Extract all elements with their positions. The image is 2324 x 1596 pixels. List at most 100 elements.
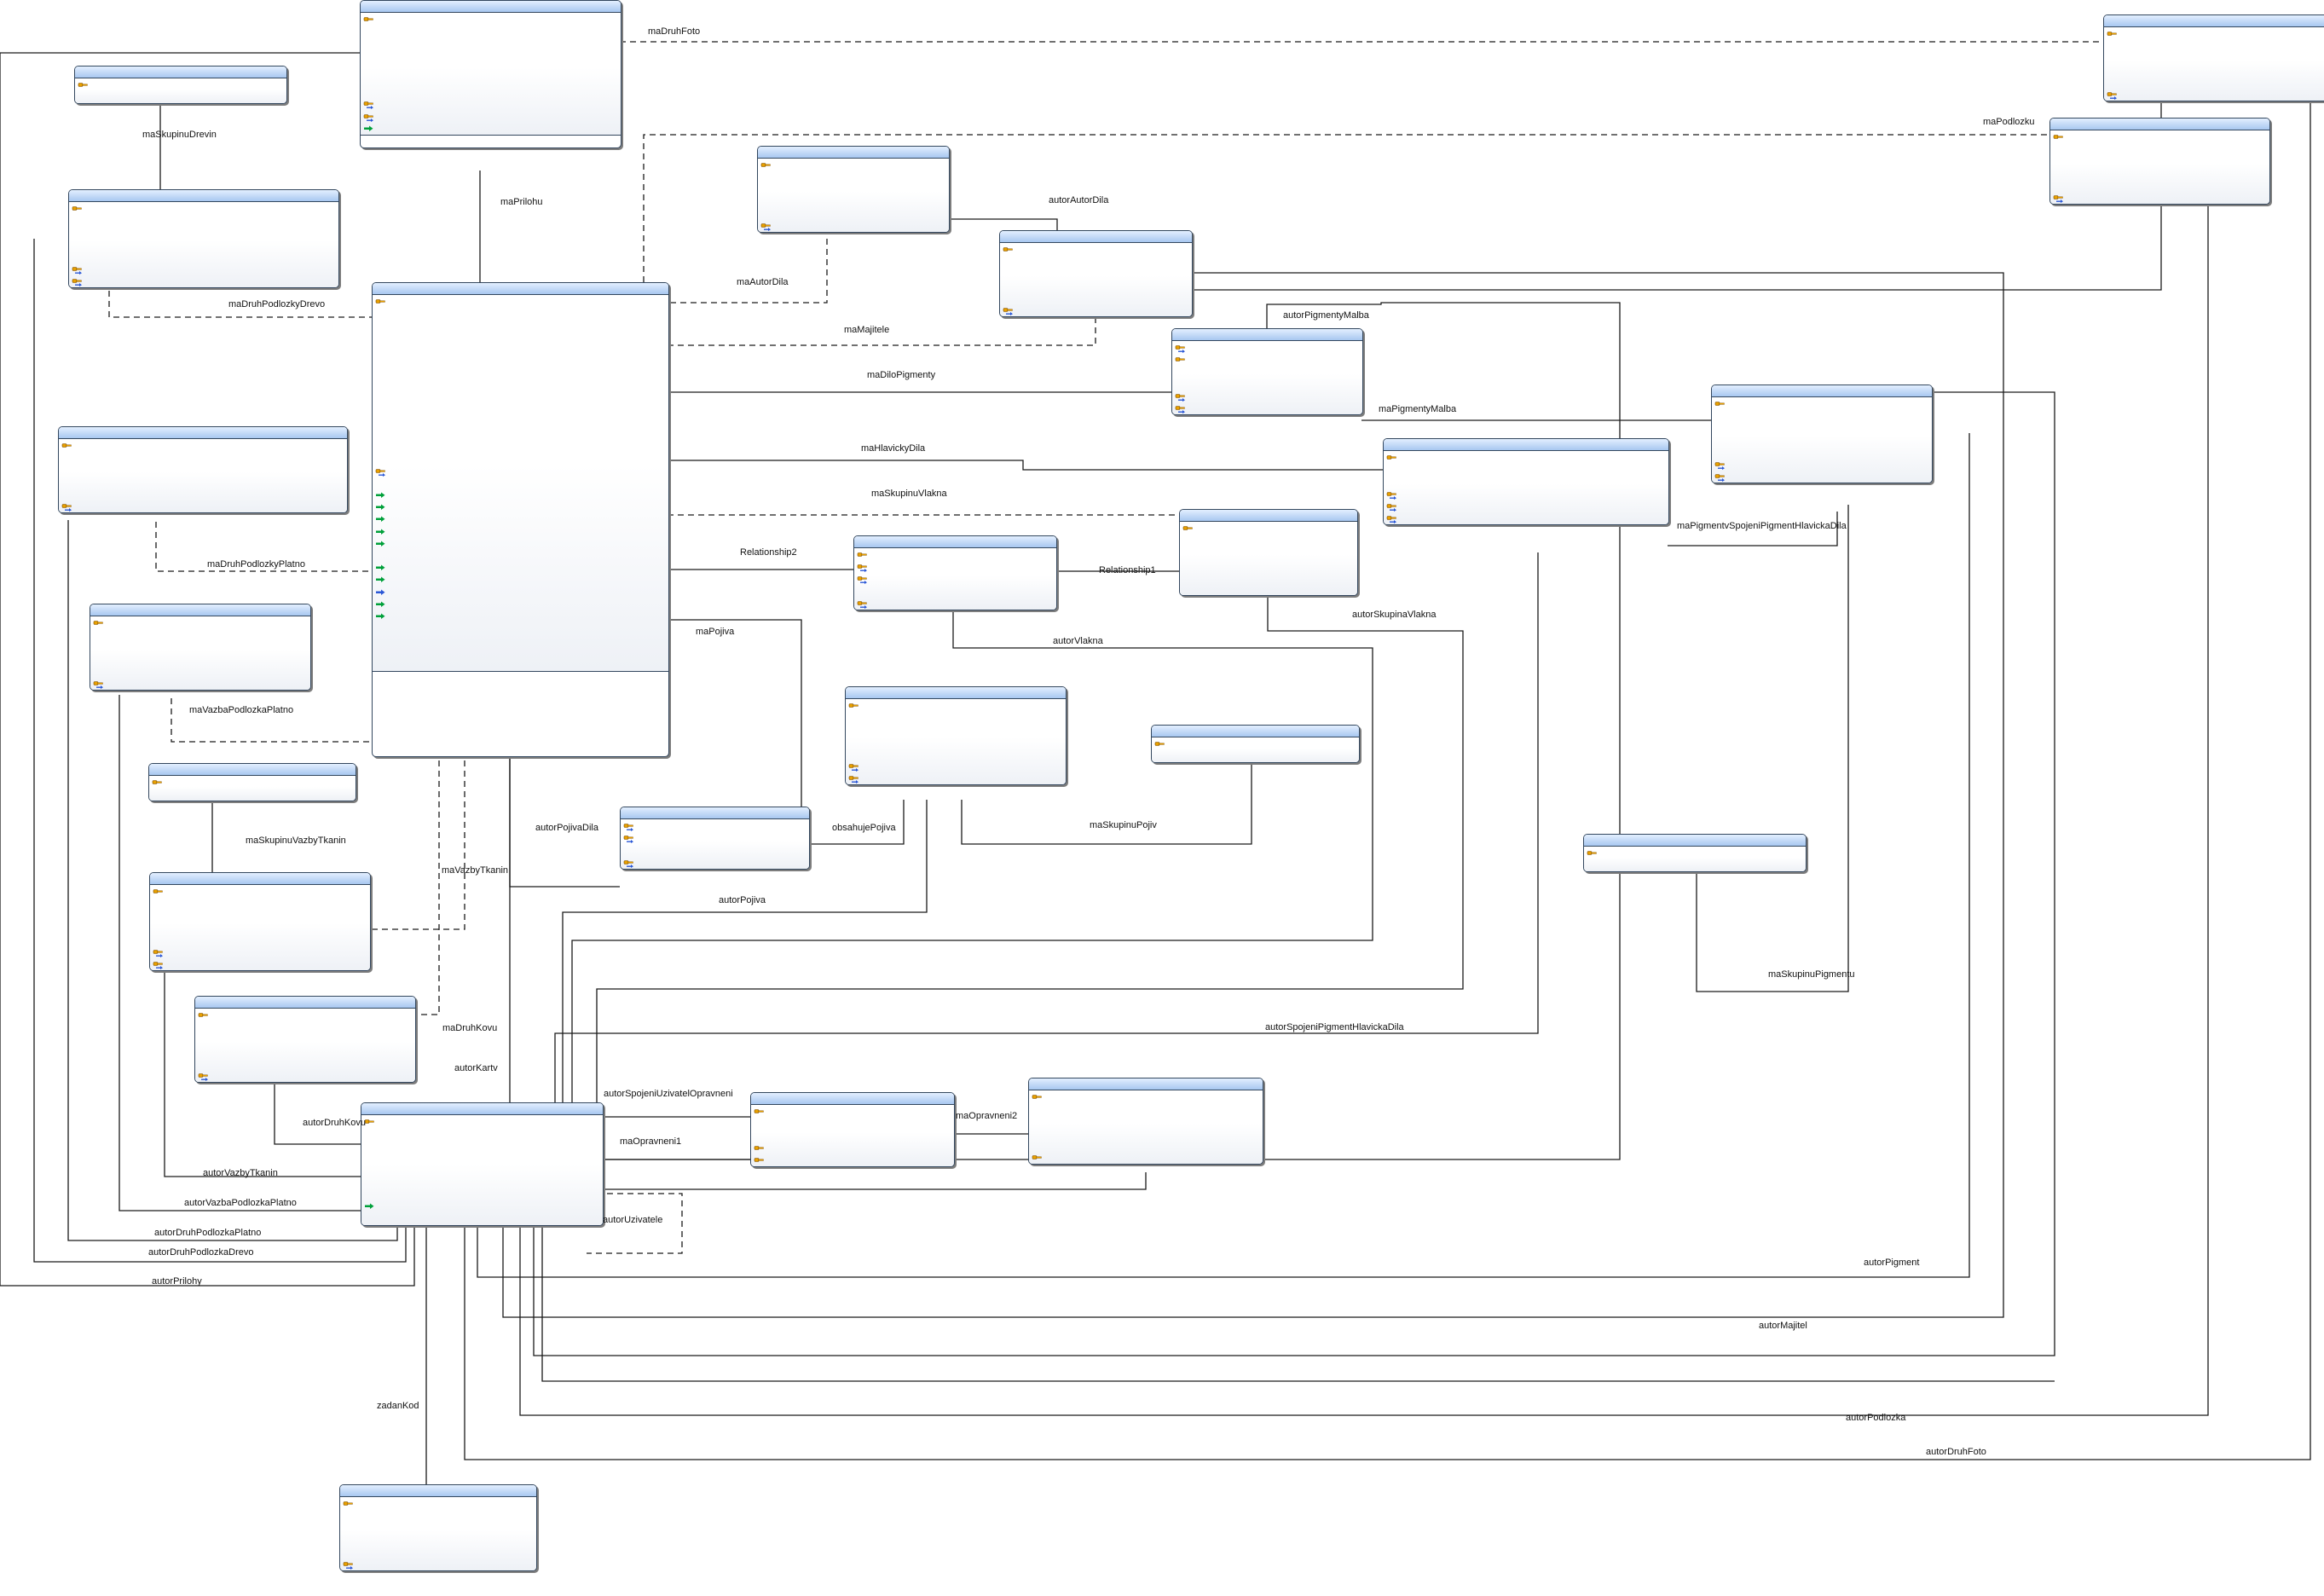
- column-row[interactable]: [90, 666, 310, 678]
- entity-uzivatele[interactable]: [361, 1102, 604, 1226]
- relationship-line[interactable]: [541, 1227, 2055, 1382]
- relationship-line[interactable]: [119, 695, 361, 1211]
- column-row[interactable]: [373, 513, 668, 525]
- column-row[interactable]: [150, 886, 370, 898]
- relationship-line[interactable]: [1668, 512, 1838, 546]
- relationship-line[interactable]: [1696, 505, 1849, 992]
- entity-pojiva[interactable]: [845, 686, 1067, 786]
- entity-skupinapojiv[interactable]: [1151, 725, 1360, 764]
- column-row[interactable]: [361, 123, 621, 135]
- column-row[interactable]: [854, 586, 1056, 598]
- column-row[interactable]: [361, 38, 621, 49]
- column-row[interactable]: [373, 646, 668, 658]
- relationship-line[interactable]: [509, 750, 620, 888]
- relationship-line[interactable]: [596, 597, 1464, 1102]
- column-row[interactable]: [340, 1535, 536, 1547]
- column-row[interactable]: [1180, 559, 1357, 571]
- column-row[interactable]: [373, 429, 668, 441]
- column-row[interactable]: [373, 477, 668, 489]
- column-row[interactable]: [150, 934, 370, 946]
- column-row[interactable]: [195, 1033, 415, 1045]
- column-row[interactable]: [150, 946, 370, 958]
- index-row[interactable]: [373, 708, 668, 720]
- relationship-line[interactable]: [67, 520, 398, 1241]
- non-identifying-relationship-line[interactable]: [668, 218, 828, 304]
- column-row[interactable]: [373, 550, 668, 562]
- relationship-line[interactable]: [668, 460, 1383, 471]
- column-row[interactable]: [2050, 180, 2269, 192]
- column-row[interactable]: [854, 561, 1056, 573]
- relationship-line[interactable]: [274, 1081, 361, 1145]
- relationship-line[interactable]: [502, 272, 2004, 1318]
- column-row[interactable]: [361, 26, 621, 38]
- column-row[interactable]: [2050, 143, 2269, 155]
- column-row[interactable]: [373, 380, 668, 392]
- column-row[interactable]: [195, 1046, 415, 1058]
- column-row[interactable]: [90, 629, 310, 641]
- column-row[interactable]: [373, 562, 668, 574]
- column-row[interactable]: [373, 393, 668, 405]
- column-row[interactable]: [2104, 52, 2324, 64]
- column-row[interactable]: [195, 1009, 415, 1021]
- column-row[interactable]: [2104, 28, 2324, 40]
- column-row[interactable]: [1384, 476, 1668, 488]
- relationship-line[interactable]: [533, 391, 2055, 1356]
- relationship-line[interactable]: [554, 552, 1539, 1102]
- entity-podlozka[interactable]: [2049, 118, 2270, 205]
- column-row[interactable]: [361, 1213, 603, 1225]
- column-row[interactable]: [373, 598, 668, 610]
- column-row[interactable]: [2104, 40, 2324, 52]
- column-row[interactable]: [59, 500, 347, 512]
- column-row[interactable]: [758, 208, 949, 220]
- column-row[interactable]: [1384, 512, 1668, 524]
- entity-hlavickadila[interactable]: [372, 282, 669, 758]
- column-row[interactable]: [1384, 464, 1668, 476]
- column-row[interactable]: [373, 405, 668, 417]
- column-row[interactable]: [340, 1510, 536, 1522]
- column-row[interactable]: [1172, 342, 1362, 354]
- entity-skupinavazbytkanin[interactable]: [148, 763, 356, 802]
- column-row[interactable]: [150, 958, 370, 970]
- column-row[interactable]: [361, 86, 621, 98]
- relationship-line[interactable]: [164, 963, 361, 1177]
- column-row[interactable]: [90, 678, 310, 690]
- column-row[interactable]: [1029, 1128, 1263, 1140]
- column-row[interactable]: [373, 453, 668, 465]
- column-row[interactable]: [195, 1070, 415, 1082]
- relationship-line[interactable]: [602, 302, 1621, 1160]
- column-row[interactable]: [69, 240, 338, 252]
- index-row[interactable]: [361, 136, 621, 147]
- column-row[interactable]: [69, 215, 338, 227]
- column-row[interactable]: [1712, 398, 1932, 410]
- column-row[interactable]: [1029, 1115, 1263, 1127]
- relationship-line[interactable]: [33, 239, 407, 1263]
- column-row[interactable]: [1712, 447, 1932, 459]
- column-row[interactable]: [59, 489, 347, 500]
- entity-vazbytkanin[interactable]: [149, 872, 371, 972]
- column-row[interactable]: [2050, 131, 2269, 143]
- column-row[interactable]: [2104, 77, 2324, 89]
- column-row[interactable]: [361, 50, 621, 62]
- column-row[interactable]: [1584, 847, 1806, 859]
- column-row[interactable]: [1000, 304, 1192, 316]
- column-row[interactable]: [1000, 268, 1192, 280]
- column-row[interactable]: [373, 368, 668, 380]
- column-row[interactable]: [1029, 1140, 1263, 1152]
- column-row[interactable]: [340, 1498, 536, 1510]
- column-row[interactable]: [69, 203, 338, 215]
- column-row[interactable]: [854, 598, 1056, 610]
- column-row[interactable]: [340, 1522, 536, 1534]
- column-row[interactable]: [1180, 535, 1357, 546]
- column-row[interactable]: [59, 464, 347, 476]
- column-row[interactable]: [75, 91, 286, 103]
- column-row[interactable]: [1712, 410, 1932, 422]
- column-row[interactable]: [150, 910, 370, 922]
- column-row[interactable]: [621, 832, 809, 844]
- column-row[interactable]: [1180, 546, 1357, 558]
- column-row[interactable]: [751, 1130, 954, 1142]
- entity-prilohy[interactable]: [360, 0, 621, 149]
- column-row[interactable]: [2050, 155, 2269, 167]
- column-row[interactable]: [75, 79, 286, 91]
- column-row[interactable]: [1029, 1091, 1263, 1103]
- column-row[interactable]: [1000, 256, 1192, 268]
